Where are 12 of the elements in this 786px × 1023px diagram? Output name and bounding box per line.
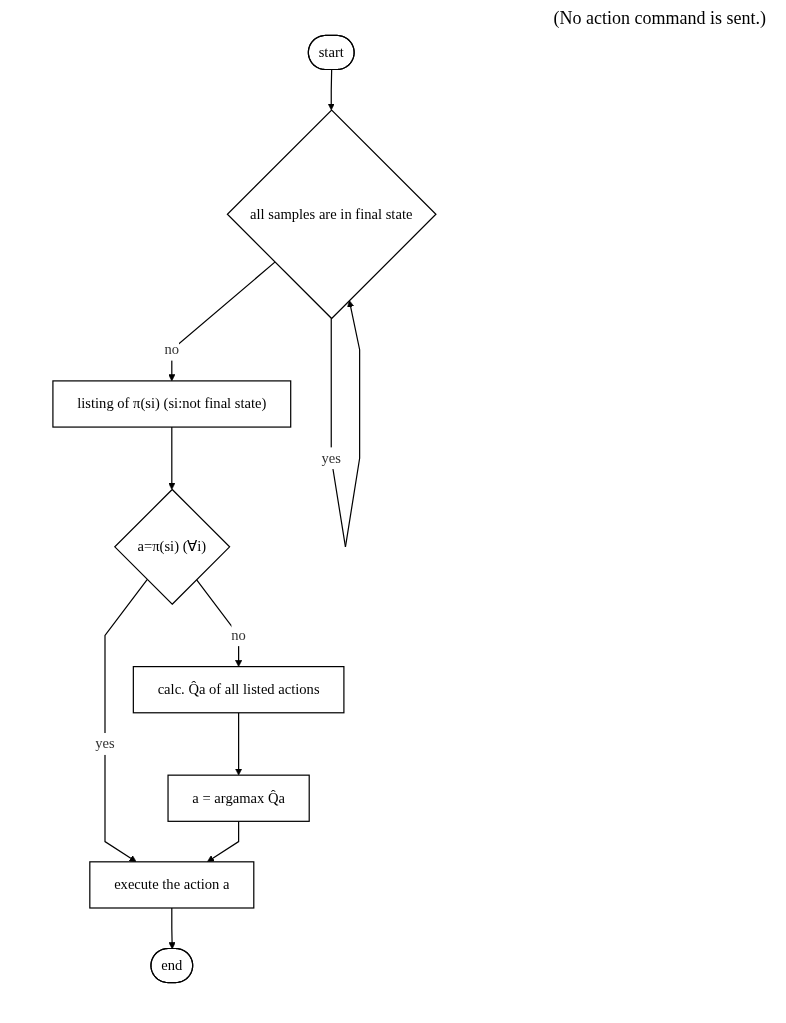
node-text: execute the action a: [114, 875, 230, 895]
edge-label: no: [231, 624, 246, 647]
node-text: a=π(si) (∀i): [137, 537, 207, 557]
node-text: listing of π(si) (si:not final state): [77, 394, 267, 414]
node-text: a = argamax Q̂a: [192, 788, 285, 808]
node-text: end: [161, 956, 183, 976]
node-text: all samples are in final state: [250, 204, 413, 224]
edge-label: yes: [321, 447, 341, 470]
edge-label: yes: [95, 733, 115, 755]
node-text: start: [318, 43, 344, 63]
node-text: calc. Q̂a of all listed actions: [157, 680, 320, 700]
note-text: (No action command is sent.): [552, 8, 766, 29]
